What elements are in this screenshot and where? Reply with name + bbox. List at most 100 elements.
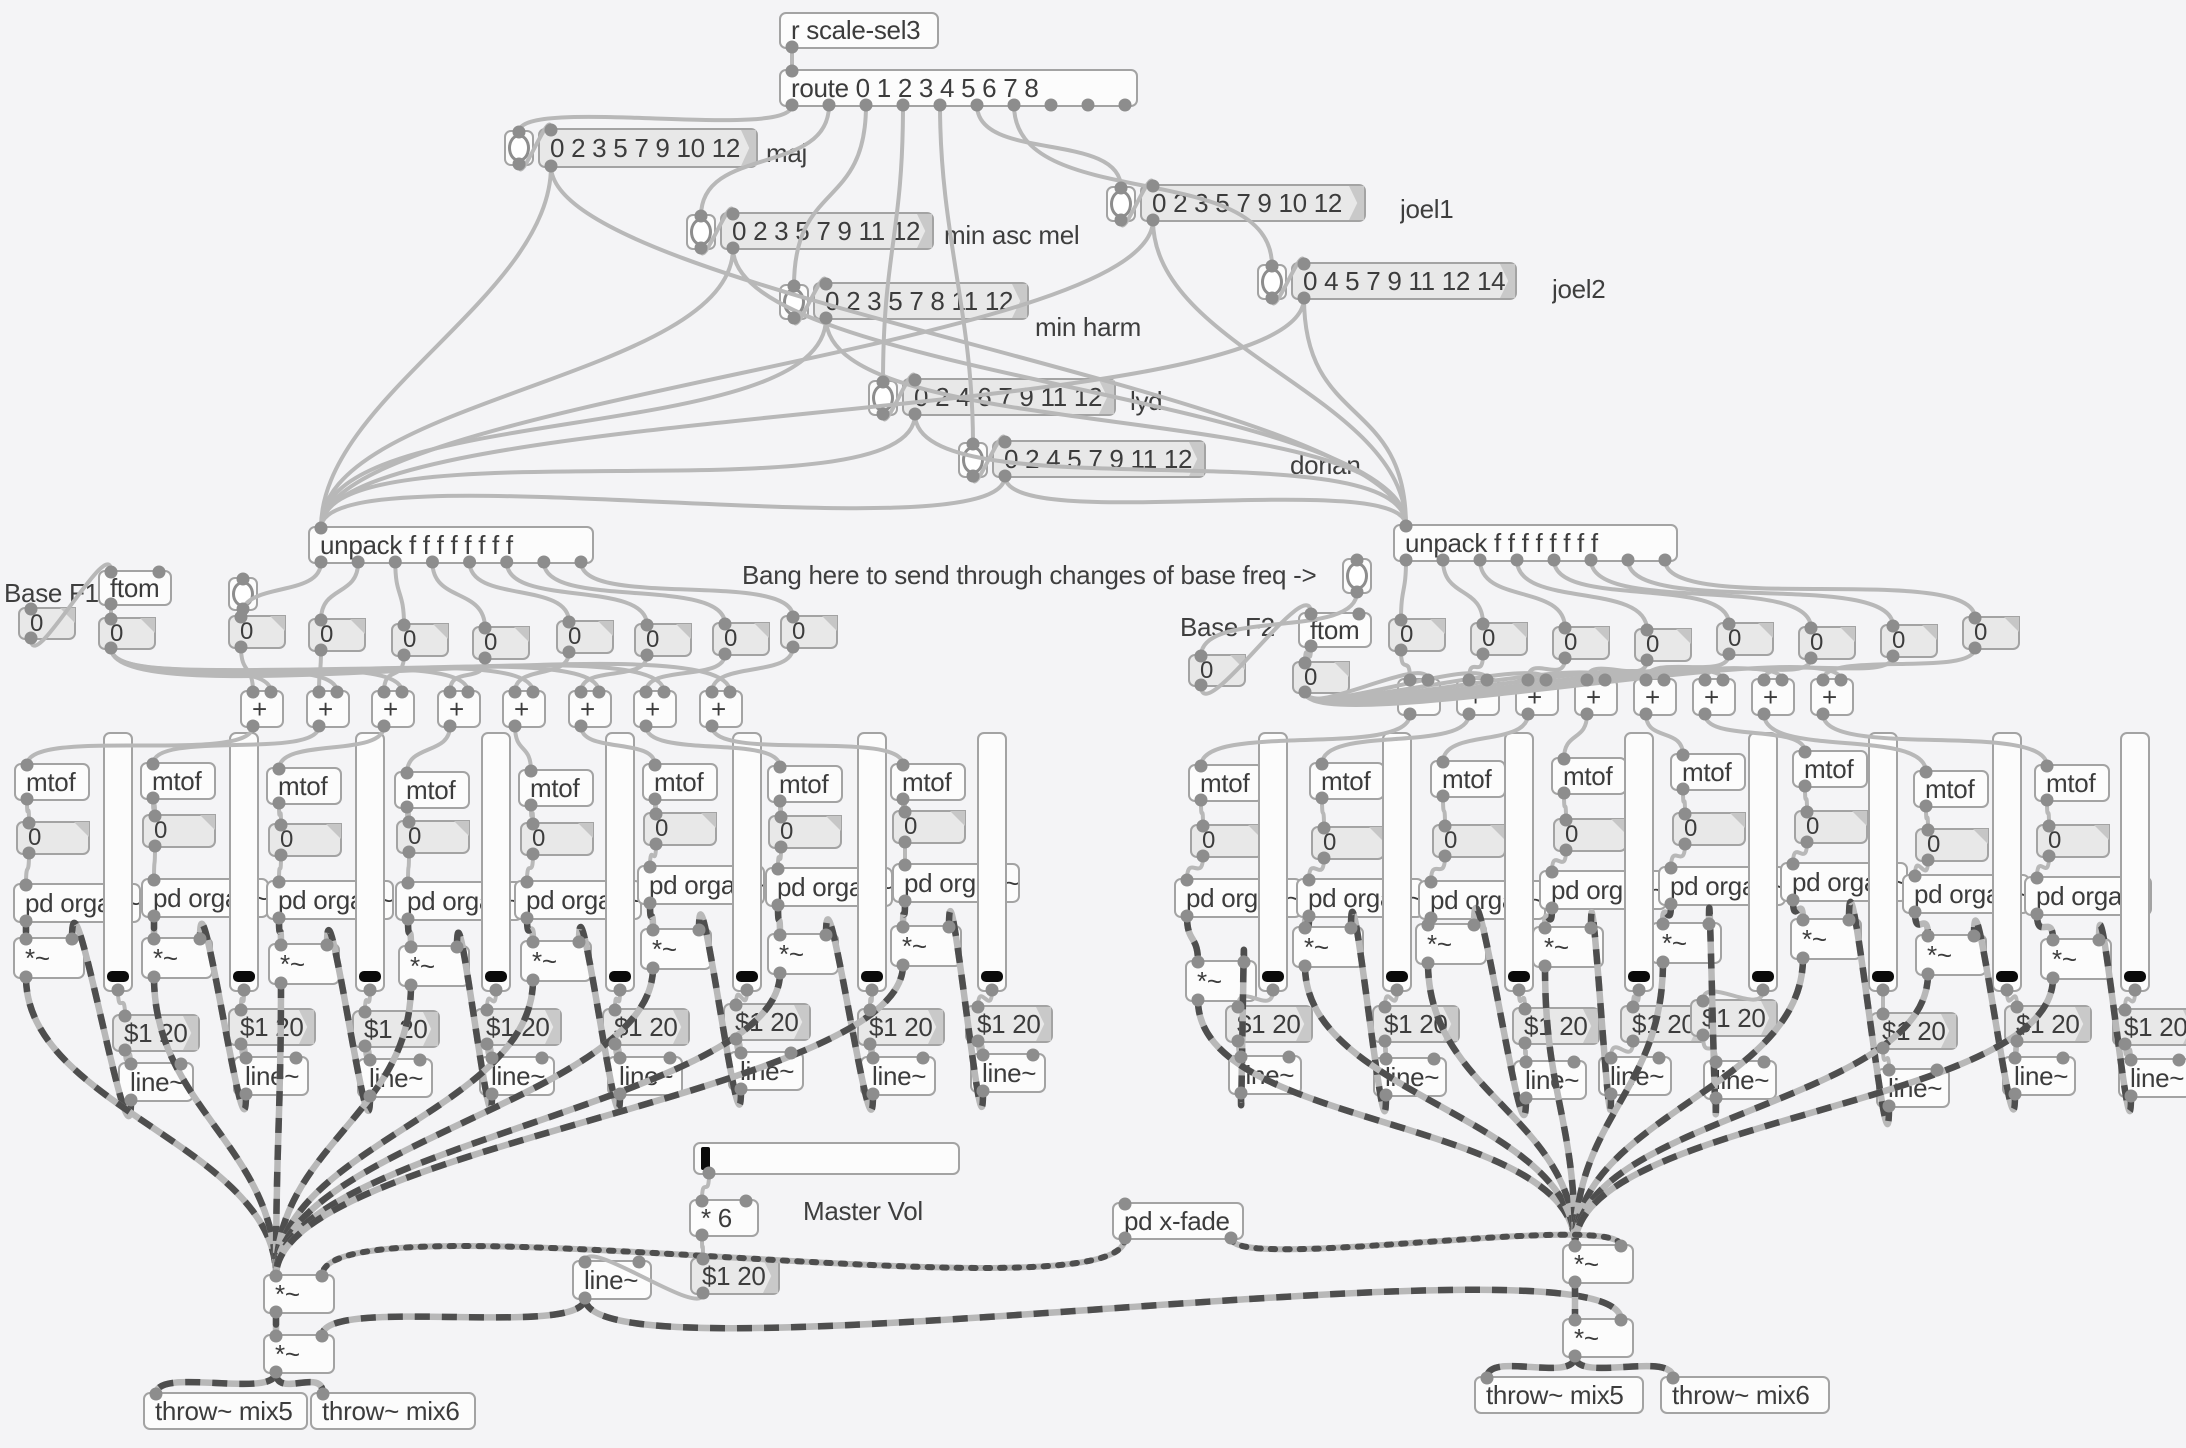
object-box-[interactable]: *~	[13, 937, 85, 979]
number-box-0[interactable]: 0	[1794, 810, 1868, 844]
number-box-0[interactable]: 0	[1634, 628, 1692, 662]
object-box-[interactable]: *~	[268, 943, 340, 985]
number-box-0[interactable]: 0	[634, 623, 692, 657]
slider-handle[interactable]	[609, 971, 631, 982]
number-box-0[interactable]: 0	[556, 620, 614, 654]
message-box-1-20[interactable]: $1 20	[474, 1008, 562, 1046]
slider-handle[interactable]	[981, 971, 1003, 982]
object-box-r-scale-sel3[interactable]: r scale-sel3	[779, 12, 939, 49]
object-box-[interactable]: *~	[1532, 926, 1604, 968]
slider-handle[interactable]	[1386, 971, 1408, 982]
message-box-0-2-4-5-7-9-11-12[interactable]: 0 2 4 5 7 9 11 12	[992, 440, 1206, 478]
object-box-[interactable]: *~	[263, 1274, 335, 1314]
number-box-0[interactable]: 0	[472, 626, 530, 660]
number-box-0[interactable]: 0	[643, 812, 717, 846]
object-box-unpack-f-f-f-f-f-f-f-f[interactable]: unpack f f f f f f f f	[308, 526, 594, 564]
object-box-[interactable]: +	[1692, 678, 1736, 716]
message-box-1-20[interactable]: $1 20	[1870, 1012, 1958, 1050]
object-box-mtof[interactable]: mtof	[642, 763, 718, 801]
vertical-slider[interactable]	[605, 732, 635, 992]
message-box-1-20[interactable]: $1 20	[857, 1008, 945, 1046]
object-box-ftom[interactable]: ftom	[1298, 612, 1372, 648]
number-box-0[interactable]: 0	[1311, 826, 1385, 860]
object-box-[interactable]: *~	[398, 945, 470, 987]
object-box-mtof[interactable]: mtof	[767, 765, 843, 803]
vertical-slider[interactable]	[481, 732, 511, 992]
message-box-1-20[interactable]: $1 20	[1690, 999, 1778, 1037]
object-box-[interactable]: +	[1574, 678, 1618, 716]
number-box-0[interactable]: 0	[1798, 626, 1856, 660]
message-box-0-2-3-5-7-9-10-12[interactable]: 0 2 3 5 7 9 10 12	[538, 128, 758, 168]
vertical-slider[interactable]	[1992, 732, 2022, 992]
object-box-mtof[interactable]: mtof	[1670, 753, 1746, 791]
slider-handle[interactable]	[701, 1147, 710, 1170]
object-box-6[interactable]: * 6	[689, 1199, 759, 1237]
object-box-mtof[interactable]: mtof	[1913, 770, 1989, 808]
object-box-[interactable]: +	[1456, 678, 1500, 716]
number-box-0[interactable]: 0	[1553, 818, 1627, 852]
object-box-line[interactable]: line~	[233, 1056, 309, 1096]
number-box-0[interactable]: 0	[268, 823, 342, 857]
object-box-throw-mix6[interactable]: throw~ mix6	[310, 1392, 476, 1430]
object-box-[interactable]: +	[568, 690, 612, 728]
object-box-[interactable]: +	[1515, 678, 1559, 716]
vertical-slider[interactable]	[1258, 732, 1288, 992]
object-box-mtof[interactable]: mtof	[890, 763, 966, 801]
number-box-0[interactable]: 0	[308, 618, 366, 652]
object-box-[interactable]: +	[1810, 678, 1854, 716]
object-box-line[interactable]: line~	[118, 1062, 194, 1102]
number-box-0[interactable]: 0	[98, 617, 156, 650]
object-box-line[interactable]: line~	[860, 1056, 936, 1096]
object-box-[interactable]: *~	[1790, 918, 1862, 960]
object-box-mtof[interactable]: mtof	[14, 763, 90, 801]
object-box-mtof[interactable]: mtof	[1309, 762, 1385, 800]
message-box-1-20[interactable]: $1 20	[1225, 1005, 1313, 1043]
object-box-[interactable]: *~	[520, 940, 592, 982]
object-box-line[interactable]: line~	[572, 1260, 652, 1300]
object-box-[interactable]: *~	[640, 928, 712, 970]
object-box-mtof[interactable]: mtof	[1792, 750, 1868, 788]
slider-handle[interactable]	[1752, 971, 1774, 982]
object-box-[interactable]: *~	[1292, 926, 1364, 968]
message-box-1-20[interactable]: $1 20	[723, 1003, 811, 1041]
slider-handle[interactable]	[359, 971, 381, 982]
object-box-line[interactable]: line~	[357, 1058, 433, 1098]
message-box-1-20[interactable]: $1 20	[2004, 1005, 2092, 1043]
vertical-slider[interactable]	[732, 732, 762, 992]
number-box-0[interactable]: 0	[1292, 661, 1350, 694]
vertical-slider[interactable]	[2120, 732, 2150, 992]
object-box-[interactable]: *~	[1415, 923, 1487, 965]
message-box-1-20[interactable]: $1 20	[690, 1257, 780, 1295]
message-box-0-2-4-6-7-9-11-12[interactable]: 0 2 4 6 7 9 11 12	[902, 378, 1116, 416]
object-box-line[interactable]: line~	[1373, 1057, 1447, 1097]
object-box-mtof[interactable]: mtof	[1430, 760, 1506, 798]
object-box-[interactable]: +	[1633, 678, 1677, 716]
number-box-0[interactable]: 0	[2036, 824, 2110, 858]
object-box-mtof[interactable]: mtof	[2034, 764, 2110, 802]
object-box-pd-x-fade[interactable]: pd x-fade	[1112, 1202, 1244, 1240]
message-box-0-4-5-7-9-11-12-14[interactable]: 0 4 5 7 9 11 12 14	[1291, 262, 1517, 300]
number-box-0[interactable]: 0	[18, 607, 76, 640]
vertical-slider[interactable]	[355, 732, 385, 992]
slider-handle[interactable]	[861, 971, 883, 982]
message-box-1-20[interactable]: $1 20	[352, 1010, 440, 1048]
object-box-throw-mix5[interactable]: throw~ mix5	[1474, 1376, 1644, 1414]
number-box-0[interactable]: 0	[892, 810, 966, 844]
number-box-0[interactable]: 0	[520, 822, 594, 856]
object-box-mtof[interactable]: mtof	[266, 767, 342, 805]
object-box-line[interactable]: line~	[1876, 1068, 1950, 1108]
object-box-line[interactable]: line~	[970, 1053, 1046, 1093]
bang-button[interactable]	[779, 284, 809, 320]
message-box-1-20[interactable]: $1 20	[112, 1014, 200, 1052]
object-box-[interactable]: +	[699, 690, 743, 728]
vertical-slider[interactable]	[1748, 732, 1778, 992]
object-box-mtof[interactable]: mtof	[518, 769, 594, 807]
object-box-[interactable]: +	[633, 690, 677, 728]
bang-button[interactable]	[1342, 558, 1372, 594]
object-box-[interactable]: +	[371, 690, 415, 728]
bang-button[interactable]	[1106, 186, 1136, 222]
number-box-0[interactable]: 0	[1962, 616, 2020, 650]
message-box-1-20[interactable]: $1 20	[228, 1008, 316, 1046]
vertical-slider[interactable]	[103, 732, 133, 992]
number-box-0[interactable]: 0	[1388, 618, 1446, 652]
